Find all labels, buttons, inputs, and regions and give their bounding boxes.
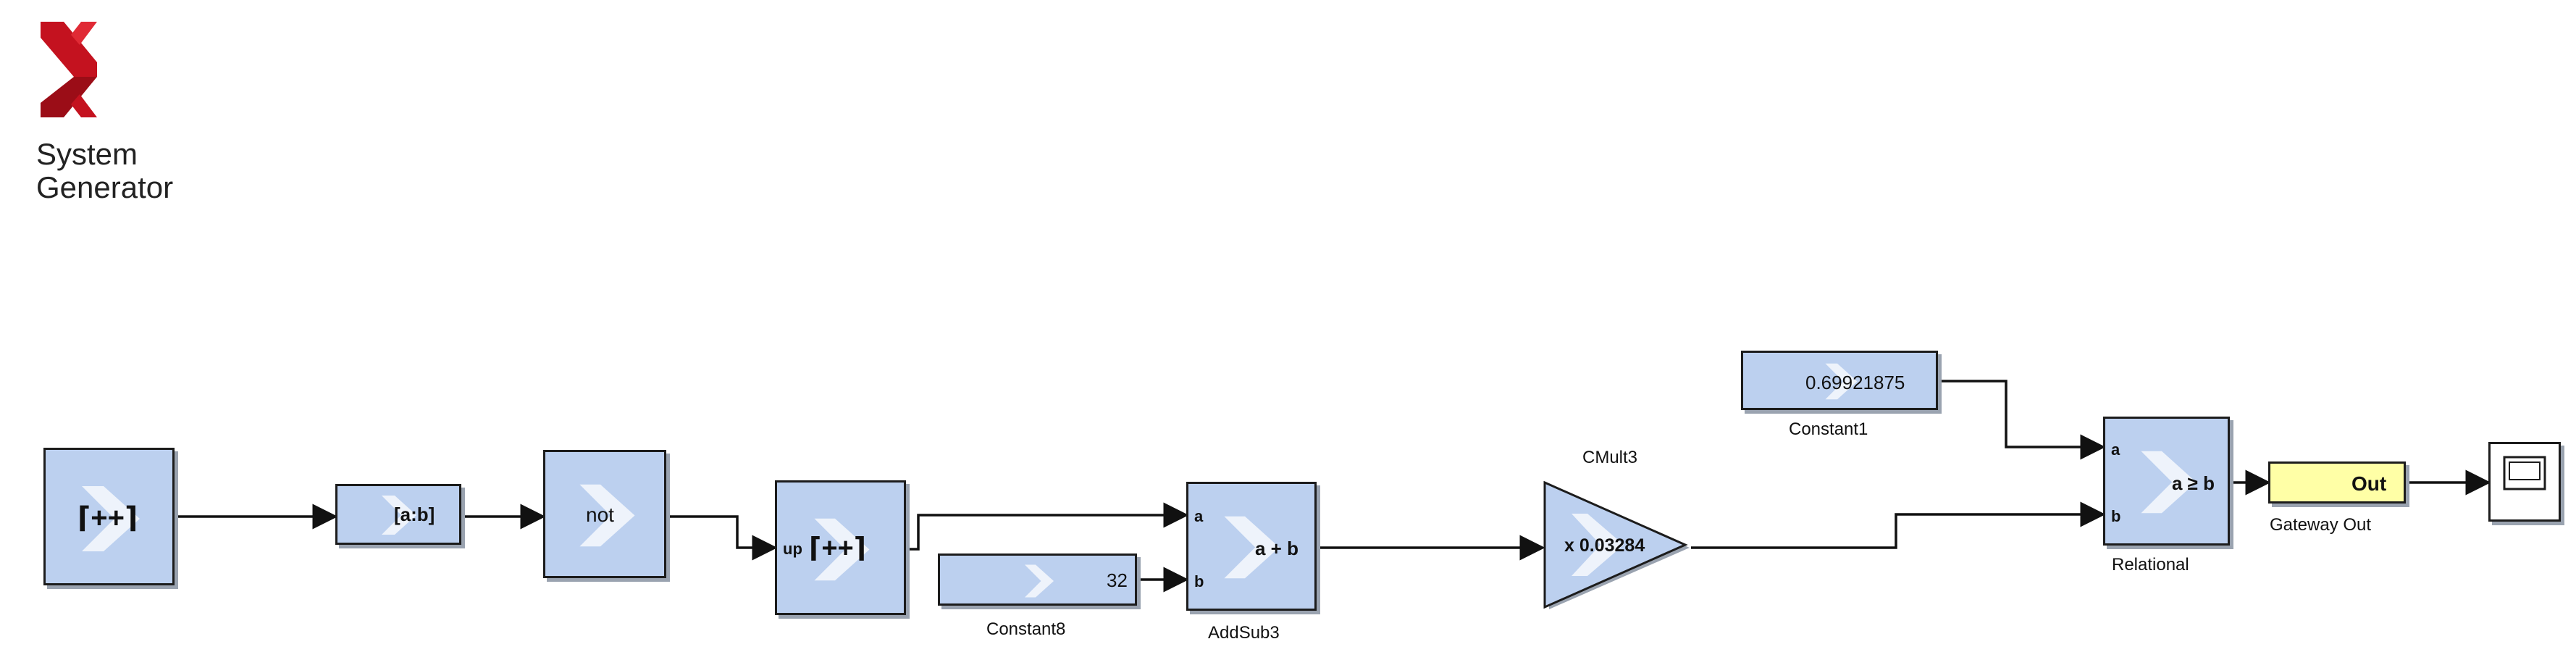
cmult3-name: CMult3 (1582, 448, 1638, 467)
scope-block[interactable] (2488, 442, 2561, 522)
cmult3-block[interactable]: x 0.03284 (1543, 481, 1695, 614)
addsub3-op: a + b (1255, 538, 1299, 559)
relational-block[interactable]: a b a ≥ b (2103, 417, 2230, 546)
addsub3-block[interactable]: a b a + b (1186, 482, 1317, 611)
xilinx-watermark-icon (82, 486, 140, 551)
inverter-label: not (586, 504, 614, 526)
wire-updown-to-addsub-a (906, 502, 1189, 551)
counter-block[interactable]: ⌈++⌉ (43, 448, 175, 585)
relational-port-b: b (2111, 507, 2121, 525)
wire-const1-to-relational-a (1938, 380, 2106, 460)
addsub3-name: AddSub3 (1208, 623, 1280, 643)
updown-port-up: up (783, 540, 802, 558)
wire-not-to-updown (666, 515, 778, 561)
scope-icon (2503, 456, 2546, 490)
constant1-block[interactable]: 0.69921875 (1741, 351, 1938, 410)
constant8-value: 32 (1107, 569, 1128, 591)
gateway-out-label: Out (2351, 472, 2387, 495)
constant8-name: Constant8 (986, 619, 1066, 639)
relational-port-a: a (2111, 440, 2120, 459)
slice-block[interactable]: [a:b] (335, 484, 461, 545)
cmult3-triangle (1543, 481, 1690, 609)
wire-cmult-to-relational-b (1691, 501, 2106, 549)
cmult3-label: x 0.03284 (1564, 535, 1645, 556)
gateway-out-name: Gateway Out (2270, 515, 2372, 535)
relational-name: Relational (2112, 555, 2189, 575)
xilinx-logo-icon (41, 22, 97, 117)
xilinx-watermark-icon (1224, 516, 1280, 579)
relational-op: a ≥ b (2172, 472, 2215, 494)
gateway-out-block[interactable]: Out (2268, 461, 2406, 504)
xilinx-watermark-icon (1025, 564, 1054, 598)
updown-counter-symbol: ⌈++⌉ (809, 533, 867, 564)
constant8-block[interactable]: 32 (938, 554, 1137, 606)
constant1-value: 0.69921875 (1805, 372, 1905, 393)
xilinx-watermark-icon (1825, 363, 1858, 400)
xilinx-watermark-icon (2141, 451, 2197, 514)
slice-label: [a:b] (394, 504, 435, 525)
updown-counter-block[interactable]: up ⌈++⌉ (775, 480, 906, 615)
addsub3-port-b: b (1194, 572, 1204, 590)
inverter-block[interactable]: not (543, 450, 666, 578)
xilinx-logo (38, 22, 97, 117)
xilinx-watermark-icon (382, 496, 416, 535)
xilinx-watermark-icon (579, 484, 635, 547)
addsub3-port-a: a (1194, 507, 1204, 525)
logo-text-line1: System (36, 137, 138, 171)
counter-symbol: ⌈++⌉ (77, 502, 138, 534)
xilinx-watermark-icon (814, 518, 870, 581)
constant1-name: Constant1 (1789, 419, 1868, 439)
logo-text-line2: Generator (36, 170, 174, 204)
